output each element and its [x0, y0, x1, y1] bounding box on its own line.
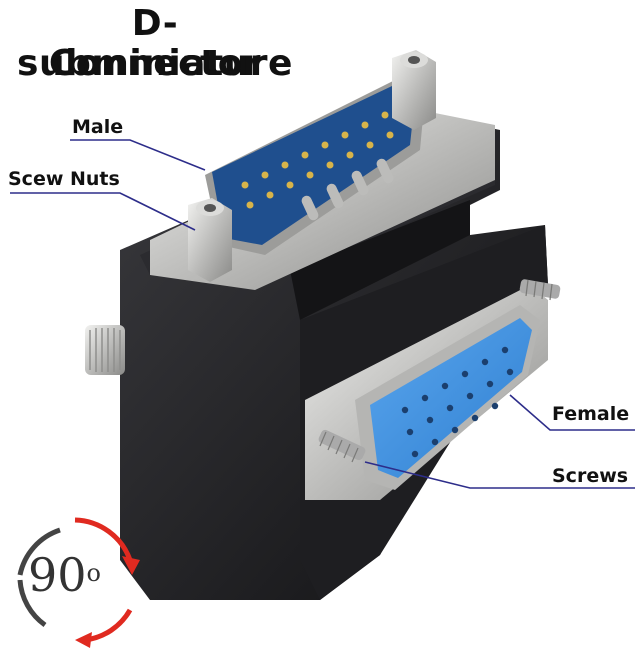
callout-line-male	[70, 139, 206, 171]
arrow-head-top	[122, 556, 140, 575]
badge-degree: o	[86, 559, 101, 587]
label-female: Female	[552, 403, 630, 425]
screw-upper	[519, 279, 561, 301]
label-screws: Screws	[552, 465, 629, 487]
label-male: Male	[72, 116, 124, 138]
male-connector	[205, 80, 425, 255]
callout-line-screws	[364, 461, 635, 489]
female-connector	[305, 285, 548, 500]
title-line-1: D-subminiature	[17, 3, 293, 84]
callout-lines	[10, 139, 635, 489]
hex-nut-right	[392, 50, 436, 130]
hex-nut-left	[188, 198, 232, 282]
badge-90: 90o	[28, 550, 101, 600]
label-screw-nuts: Scew Nuts	[8, 168, 120, 190]
badge-number: 90	[28, 548, 87, 602]
arrow-head-bottom	[75, 632, 92, 648]
screw-lower	[318, 429, 366, 463]
rotation-badge-arrows	[17, 517, 140, 648]
side-thumbscrew	[85, 325, 125, 375]
title-line-2: Connector	[48, 43, 262, 84]
callout-line-female	[509, 394, 635, 431]
callout-line-screw-nuts	[10, 192, 196, 231]
